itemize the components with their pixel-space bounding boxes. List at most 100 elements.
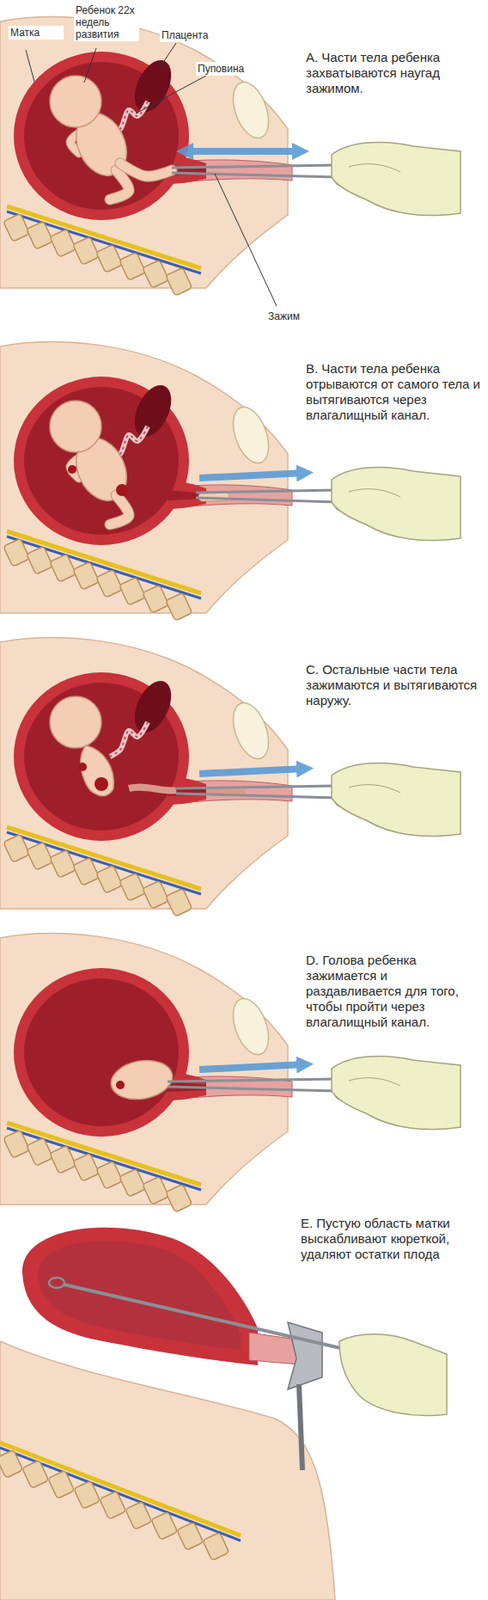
vertebra: [142, 879, 170, 909]
motion-arrow: [199, 768, 305, 774]
fetus-limb-fill: [109, 494, 129, 525]
vertebra: [125, 1500, 153, 1529]
vertebra: [165, 591, 193, 621]
gloved-hand: [331, 141, 461, 215]
fetus-limb: [120, 163, 172, 177]
vertebra: [142, 1175, 170, 1204]
vertebra: [49, 553, 77, 582]
part-label: Зажим: [266, 309, 330, 324]
fetus-torso-remains: [80, 744, 115, 796]
nerve-line: [6, 211, 202, 274]
fetus-limb-fill: [120, 163, 172, 177]
part-label: Матка: [8, 25, 64, 40]
vertebra: [176, 1520, 204, 1550]
fetus-head: [49, 695, 102, 748]
uterus-cavity: [24, 977, 179, 1126]
vertebra: [142, 584, 170, 613]
nerve-line: [6, 831, 202, 894]
finger-line: [348, 1077, 401, 1086]
wound: [67, 464, 77, 474]
forceps-jaw-lower: [167, 1085, 337, 1091]
extracted-part: [206, 790, 245, 793]
tissue-remains: [128, 786, 177, 791]
vertebra: [119, 576, 147, 605]
forceps-jaw-upper: [167, 1078, 337, 1081]
placenta: [127, 378, 179, 442]
uterus-wall: [22, 1226, 258, 1365]
vertebra: [165, 267, 193, 296]
step-caption: E. Пустую область матки выскабливают кюр…: [300, 1214, 483, 1262]
uterus-cavity: [37, 1239, 241, 1349]
pubic-bone: [225, 77, 275, 143]
motion-arrow: [199, 1063, 305, 1069]
vertebra: [3, 1128, 31, 1158]
vertebra: [73, 236, 100, 265]
step-caption: B. Части тела ребенка отрываются от само…: [305, 360, 482, 423]
vertebra: [96, 864, 123, 893]
vertebra: [26, 1136, 54, 1166]
nerve-line: [6, 1127, 202, 1190]
vertebra: [165, 1183, 193, 1212]
leader-line: [214, 173, 277, 306]
nerve-line: [6, 536, 202, 598]
section-panel: [0, 1226, 447, 1599]
motion-arrow: [184, 147, 301, 155]
section-panel: [0, 933, 461, 1213]
fetus-limb: [109, 170, 129, 200]
vertebra: [202, 1531, 230, 1560]
finger-line: [348, 784, 401, 793]
fetus-limb: [109, 494, 129, 525]
placenta: [127, 54, 179, 117]
vertebra: [3, 537, 31, 567]
forceps-jaw-lower: [195, 497, 337, 502]
finger-line: [348, 488, 401, 497]
vertebra: [26, 545, 54, 574]
step-caption: A. Части тела ребенка захватываются науг…: [305, 49, 482, 97]
gloved-hand: [339, 1333, 447, 1416]
vertebra: [49, 848, 77, 878]
umbilical-cord: [109, 721, 148, 757]
gloved-hand: [331, 466, 461, 540]
fetus-head-compressed: [108, 1055, 177, 1104]
vertebra: [49, 228, 77, 257]
vertebra: [22, 1458, 49, 1488]
vertebra: [73, 1152, 100, 1181]
finger-line: [348, 164, 401, 172]
vertebra: [48, 1469, 75, 1498]
vertebra: [0, 1448, 24, 1477]
vertebra: [73, 856, 100, 885]
wound: [115, 483, 129, 496]
wound: [78, 762, 87, 771]
spinal-cord: [0, 1441, 241, 1535]
fetus-limb-fill: [202, 495, 226, 497]
vertebra: [26, 220, 54, 250]
forceps-jaw-upper: [195, 489, 337, 493]
part-label: Ребенок 22х недель развития: [73, 3, 140, 42]
vertebra: [96, 1159, 123, 1189]
uterus-wall: [13, 967, 190, 1136]
vertebra: [96, 244, 123, 273]
leader-line: [158, 42, 177, 69]
vertebra: [73, 561, 100, 590]
vertebra: [119, 1167, 147, 1196]
fetus-head: [49, 400, 102, 452]
forceps-jaw-lower: [176, 793, 337, 798]
vertebra: [99, 1489, 127, 1519]
leader-line: [84, 48, 97, 83]
body-section: [0, 1340, 336, 1599]
fetus-head: [49, 75, 102, 128]
umbilical-cord-twist: [109, 721, 148, 757]
fetus-limb: [202, 495, 226, 497]
leader-line: [25, 49, 35, 82]
vertebra: [3, 833, 31, 862]
vertebra: [3, 213, 31, 242]
placenta: [127, 674, 179, 738]
vertebra: [26, 841, 54, 870]
pubic-bone: [225, 697, 275, 763]
forceps-jaw-upper: [171, 164, 337, 168]
gloved-hand: [331, 1055, 461, 1129]
vertebra: [119, 251, 147, 281]
speculum: [287, 1321, 323, 1389]
